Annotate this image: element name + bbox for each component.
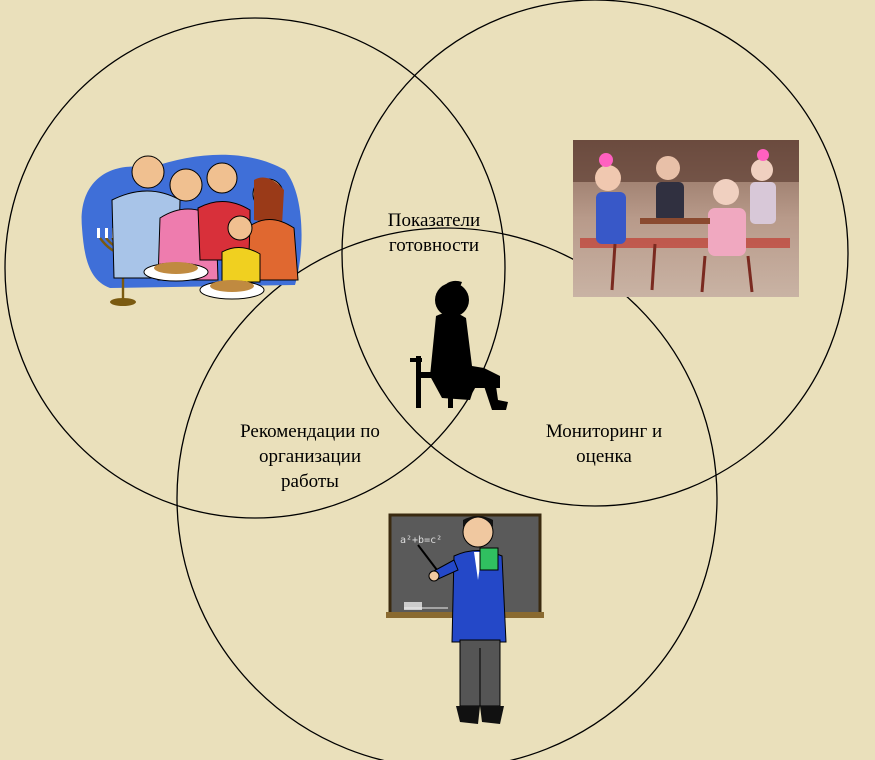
label-monitoring: Мониторинг и оценка [524,419,684,469]
label-line: Мониторинг и [545,421,663,442]
kindergarten-children-photo [573,140,799,297]
family-clipart-icon [81,154,302,306]
teacher-at-blackboard-icon: a²+b=c² [386,513,544,724]
label-line: готовности [388,235,480,256]
circle-family [4,17,506,519]
circle-school [176,227,718,760]
svg-text:a²+b=c²: a²+b=c² [400,535,442,546]
label-readiness-indicators: Показатели готовности [362,208,506,258]
sitting-child-silhouette-icon [410,280,508,410]
label-line: Рекомендации по [240,421,380,442]
label-line: Показатели [387,210,481,231]
label-recommendations: Рекомендации по организации работы [215,419,405,494]
label-line: оценка [576,446,632,467]
label-line: организации [258,446,361,467]
circle-kindergarten [341,0,849,507]
label-line: работы [281,471,339,492]
